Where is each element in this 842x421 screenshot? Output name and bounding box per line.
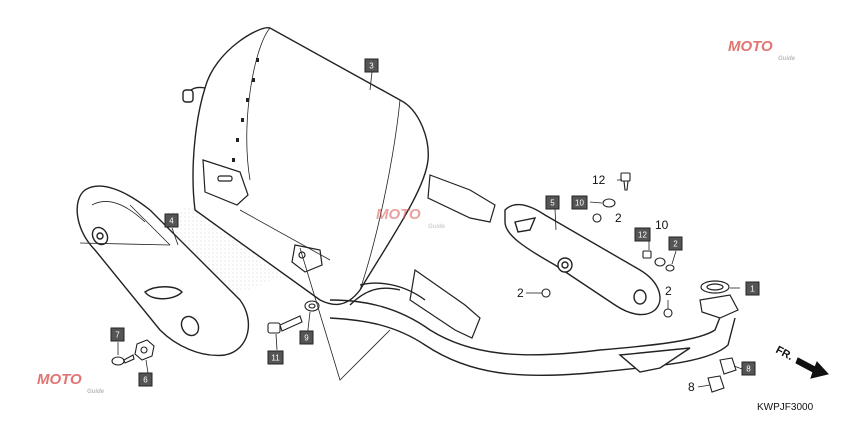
muffler-protector [76, 185, 250, 357]
svg-text:4: 4 [169, 217, 174, 226]
svg-text:3: 3 [369, 62, 374, 71]
callout-2-plain-left: 2 [517, 286, 524, 300]
svg-text:1: 1 [750, 285, 755, 294]
callout-8-box: 8 [741, 361, 756, 376]
callout-8-plain: 8 [688, 380, 695, 394]
svg-text:Guide: Guide [428, 224, 446, 230]
svg-text:12: 12 [638, 231, 647, 240]
washer-10 [602, 198, 616, 208]
callout-12-plain: 12 [592, 173, 606, 187]
callout-7: 7 [110, 327, 125, 342]
front-direction-arrow: FR. [774, 344, 829, 379]
nut-2-top [592, 213, 602, 223]
muffler-body [182, 27, 429, 306]
nut-6 [134, 339, 155, 361]
callout-2-plain-top: 2 [615, 211, 622, 225]
svg-text:MOTO: MOTO [728, 38, 773, 55]
diagram-code: KWPJF3000 [757, 402, 814, 413]
bolt-12-side [642, 250, 675, 272]
gasket [699, 280, 739, 319]
bolt-11 [267, 315, 303, 334]
svg-text:Guide: Guide [778, 56, 796, 62]
bolt-12 [620, 172, 631, 191]
callout-2-plain-right: 2 [665, 284, 672, 298]
svg-text:6: 6 [143, 376, 148, 385]
nut-2-left [541, 288, 551, 298]
vent-holes [232, 58, 259, 162]
hardware [111, 172, 737, 393]
washer-9 [304, 300, 320, 312]
callout-1: 1 [745, 281, 760, 296]
watermark-bottom-left: MOTO Guide [37, 371, 105, 395]
callout-5: 5 [545, 195, 560, 210]
svg-text:FR.: FR. [774, 344, 795, 363]
svg-text:9: 9 [304, 334, 309, 343]
clip-nut-8-b [707, 375, 725, 393]
nut-2-right [663, 308, 673, 318]
callout-10-plain: 10 [655, 218, 669, 232]
callout-4: 4 [164, 213, 179, 228]
callout-11: 11 [267, 350, 284, 365]
svg-text:Guide: Guide [87, 389, 105, 395]
screw-7 [111, 354, 135, 366]
svg-text:7: 7 [115, 331, 120, 340]
watermark-top-right: MOTO Guide [728, 38, 796, 62]
callout-6: 6 [138, 372, 153, 387]
callout-10-box: 10 [571, 195, 588, 210]
svg-text:2: 2 [673, 240, 678, 249]
clip-nut-8-a [719, 357, 737, 375]
callout-2-box: 2 [668, 236, 683, 251]
svg-text:MOTO: MOTO [376, 206, 421, 223]
exhaust-pipe [329, 282, 736, 377]
svg-text:10: 10 [575, 199, 584, 208]
svg-text:5: 5 [550, 199, 555, 208]
muffler-brackets [202, 159, 496, 339]
svg-text:11: 11 [271, 354, 280, 363]
watermark-center: MOTO Guide [376, 206, 446, 230]
callout-9: 9 [299, 330, 314, 345]
callout-12-box: 12 [634, 227, 651, 242]
leader-lines [79, 71, 743, 388]
heat-guard [504, 203, 661, 316]
callout-3: 3 [364, 58, 379, 73]
svg-text:8: 8 [746, 365, 751, 374]
svg-text:MOTO: MOTO [37, 371, 82, 388]
